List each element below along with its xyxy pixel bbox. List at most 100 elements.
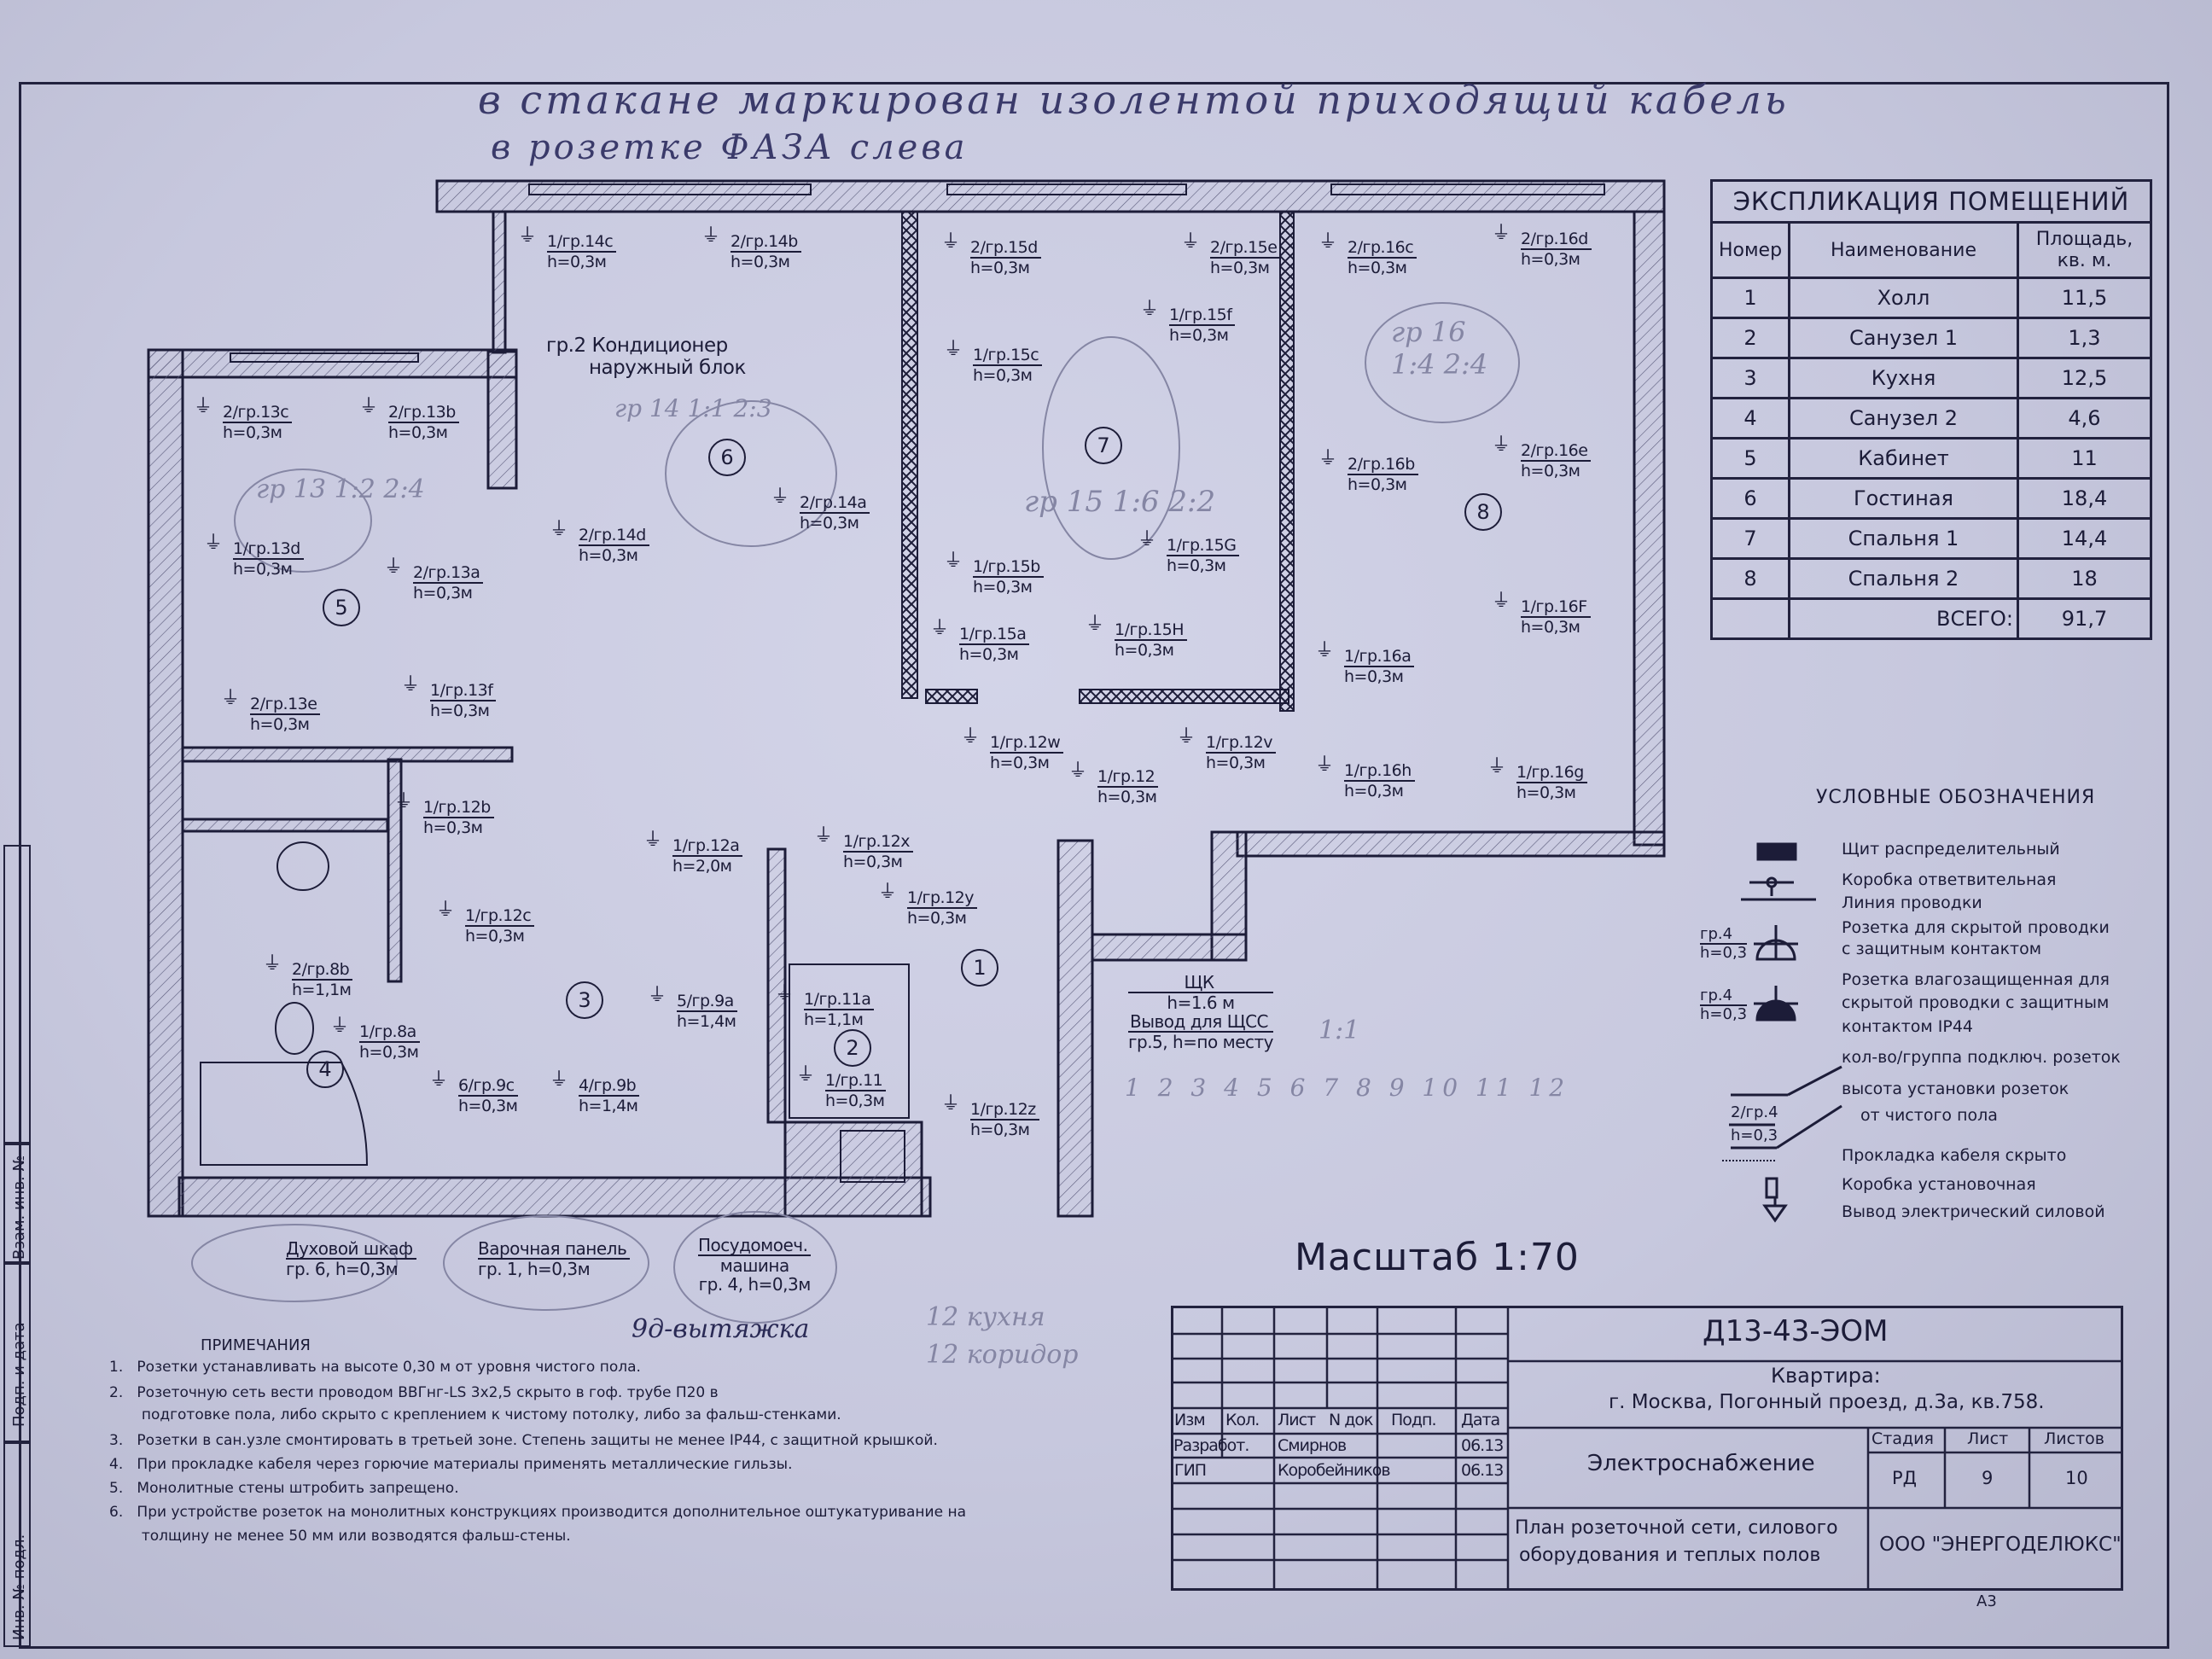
socket-icon: ⏚ [775, 983, 794, 1004]
socket-icon: ⏚ [941, 231, 960, 253]
legend-item: от чистого пола [1860, 1106, 1998, 1125]
socket-icon: ⏚ [771, 486, 789, 508]
room-number-5: 5 [323, 589, 360, 626]
stamp-cell-sign-date: Подп. и дата [3, 1263, 31, 1442]
outlet-height: h=0,3м [1344, 782, 1404, 800]
outlet-group: 2/гр.16d [1521, 230, 1592, 250]
cell-number: 4 [1710, 397, 1790, 439]
legend-sample-height: h=0,3 [1700, 944, 1748, 962]
outlet-height: h=0,3м [423, 818, 483, 837]
outlet-group: 1/гр.15c [973, 346, 1043, 366]
outlet-group: 2/гр.16e [1521, 441, 1592, 462]
socket-icon: ⏚ [330, 1016, 349, 1037]
note-item: толщину не менее 50 мм или возводятся фа… [109, 1528, 571, 1545]
socket-icon: ⏚ [1177, 726, 1196, 748]
socket-icon: ⏚ [550, 1069, 568, 1091]
outlet-group: 2/гр.14b [731, 232, 801, 253]
outlet-group: 1/гр.16a [1344, 647, 1415, 667]
notes-title: ПРИМЕЧАНИЯ [201, 1336, 311, 1354]
stamp-cell-inv: Инв. № подл. [3, 1442, 31, 1647]
wall-room7-right [1279, 211, 1295, 712]
outlet-height: h=0,3м [1097, 788, 1157, 806]
stamp-cell-replace: Взам. инв. № [3, 1144, 31, 1263]
outlet-group: 2/гр.15e [1210, 238, 1281, 259]
cell-name: Кабинет [1788, 437, 2019, 480]
socket-icon: ⏚ [550, 519, 568, 540]
outlet-group: 2/гр.14d [579, 526, 649, 546]
legend-item: Щит распределительный [1842, 840, 2060, 859]
pencil-circles [191, 302, 1520, 1324]
wall-top [435, 179, 1666, 213]
outlet-height: h=0,3м [579, 546, 638, 565]
col-header-area: Площадь, кв. м. [2017, 221, 2152, 279]
cell-name: Холл [1788, 276, 2019, 319]
outlet-height: h=0,3м [907, 909, 967, 928]
wall-right-outer [1633, 210, 1666, 847]
legend-title: УСЛОВНЫЕ ОБОЗНАЧЕНИЯ [1816, 787, 2096, 808]
outlet-group: 1/гр.12w [990, 733, 1064, 754]
outlet-height: h=0,3м [1169, 326, 1229, 345]
scale-label: Масштаб 1:70 [1295, 1236, 1580, 1279]
socket-icon: ⏚ [394, 791, 413, 812]
tb-sheet-label: Лист [1967, 1429, 2009, 1448]
outlet-group: 2/гр.15d [970, 238, 1041, 259]
cell-name: Спальня 2 [1788, 557, 2019, 600]
tb-document-code: Д13-43-ЭОМ [1703, 1314, 1889, 1348]
legend-item: с защитным контактом [1842, 940, 2042, 958]
outlet-height: h=0,3м [547, 253, 607, 271]
wall-room5-right [486, 350, 518, 490]
legend-sample-outlet: гр.4 h=0,3 [1700, 926, 1748, 962]
socket-icon: ⏚ [359, 396, 378, 417]
wall-hall-bottom [783, 1121, 923, 1218]
socket-icon: ⏚ [1315, 640, 1334, 661]
cell-name: Гостиная [1788, 477, 2019, 520]
explication-title: ЭКСПЛИКАЦИЯ ПОМЕЩЕНИЙ [1710, 179, 2152, 224]
appliance-dishwasher: Посудомоеч. машина гр. 4, h=0,3м [698, 1236, 812, 1295]
outlet-group: 2/гр.13b [388, 403, 459, 423]
socket-icon: ⏚ [814, 825, 833, 847]
socket-icon: ⏚ [944, 339, 963, 360]
wall-kitchen-left [387, 758, 403, 983]
legend-item: Розетка влагозащищенная для [1842, 970, 2110, 989]
room-number-1: 1 [961, 949, 998, 987]
legend-item: Коробка установочная [1842, 1175, 2036, 1194]
outlet-group: 1/гр.13d [233, 539, 304, 560]
appliance-oven: Духовой шкаф гр. 6, h=0,3м [286, 1239, 416, 1278]
legend-item: высота установки розеток [1842, 1080, 2069, 1098]
socket-icon: ⏚ [944, 550, 963, 572]
outlet-height: h=2,0м [672, 857, 732, 876]
outlet-height: h=0,3м [1521, 618, 1580, 637]
window-room7 [946, 183, 1187, 195]
tb-date-chief: 06.13 [1461, 1461, 1504, 1480]
tb-object: Квартира: [1771, 1364, 1881, 1388]
tb-date-developer: 06.13 [1461, 1436, 1504, 1455]
appliance-dishwasher-name: Посудомоеч. [698, 1236, 812, 1256]
outlet-group: 1/гр.15a [959, 625, 1030, 645]
legend-sample-group-2: гр.4 [1700, 987, 1748, 1006]
room-number-6: 6 [708, 439, 746, 476]
cell-name: Кухня [1788, 357, 2019, 399]
handwritten-note-line1: в стакане маркирован изолентой приходящи… [478, 77, 1790, 123]
outlet-group: 1/гр.12y [907, 888, 977, 909]
outlet-group: 2/гр.8b [292, 960, 353, 981]
outlet-height: h=0,3м [1348, 259, 1407, 277]
outlet-height: h=0,3м [413, 584, 473, 602]
appliance-dishwasher-spec: гр. 4, h=0,3м [698, 1274, 812, 1295]
outlet-height: h=0,3м [731, 253, 790, 271]
outlet-height: h=0,3м [1521, 250, 1580, 269]
